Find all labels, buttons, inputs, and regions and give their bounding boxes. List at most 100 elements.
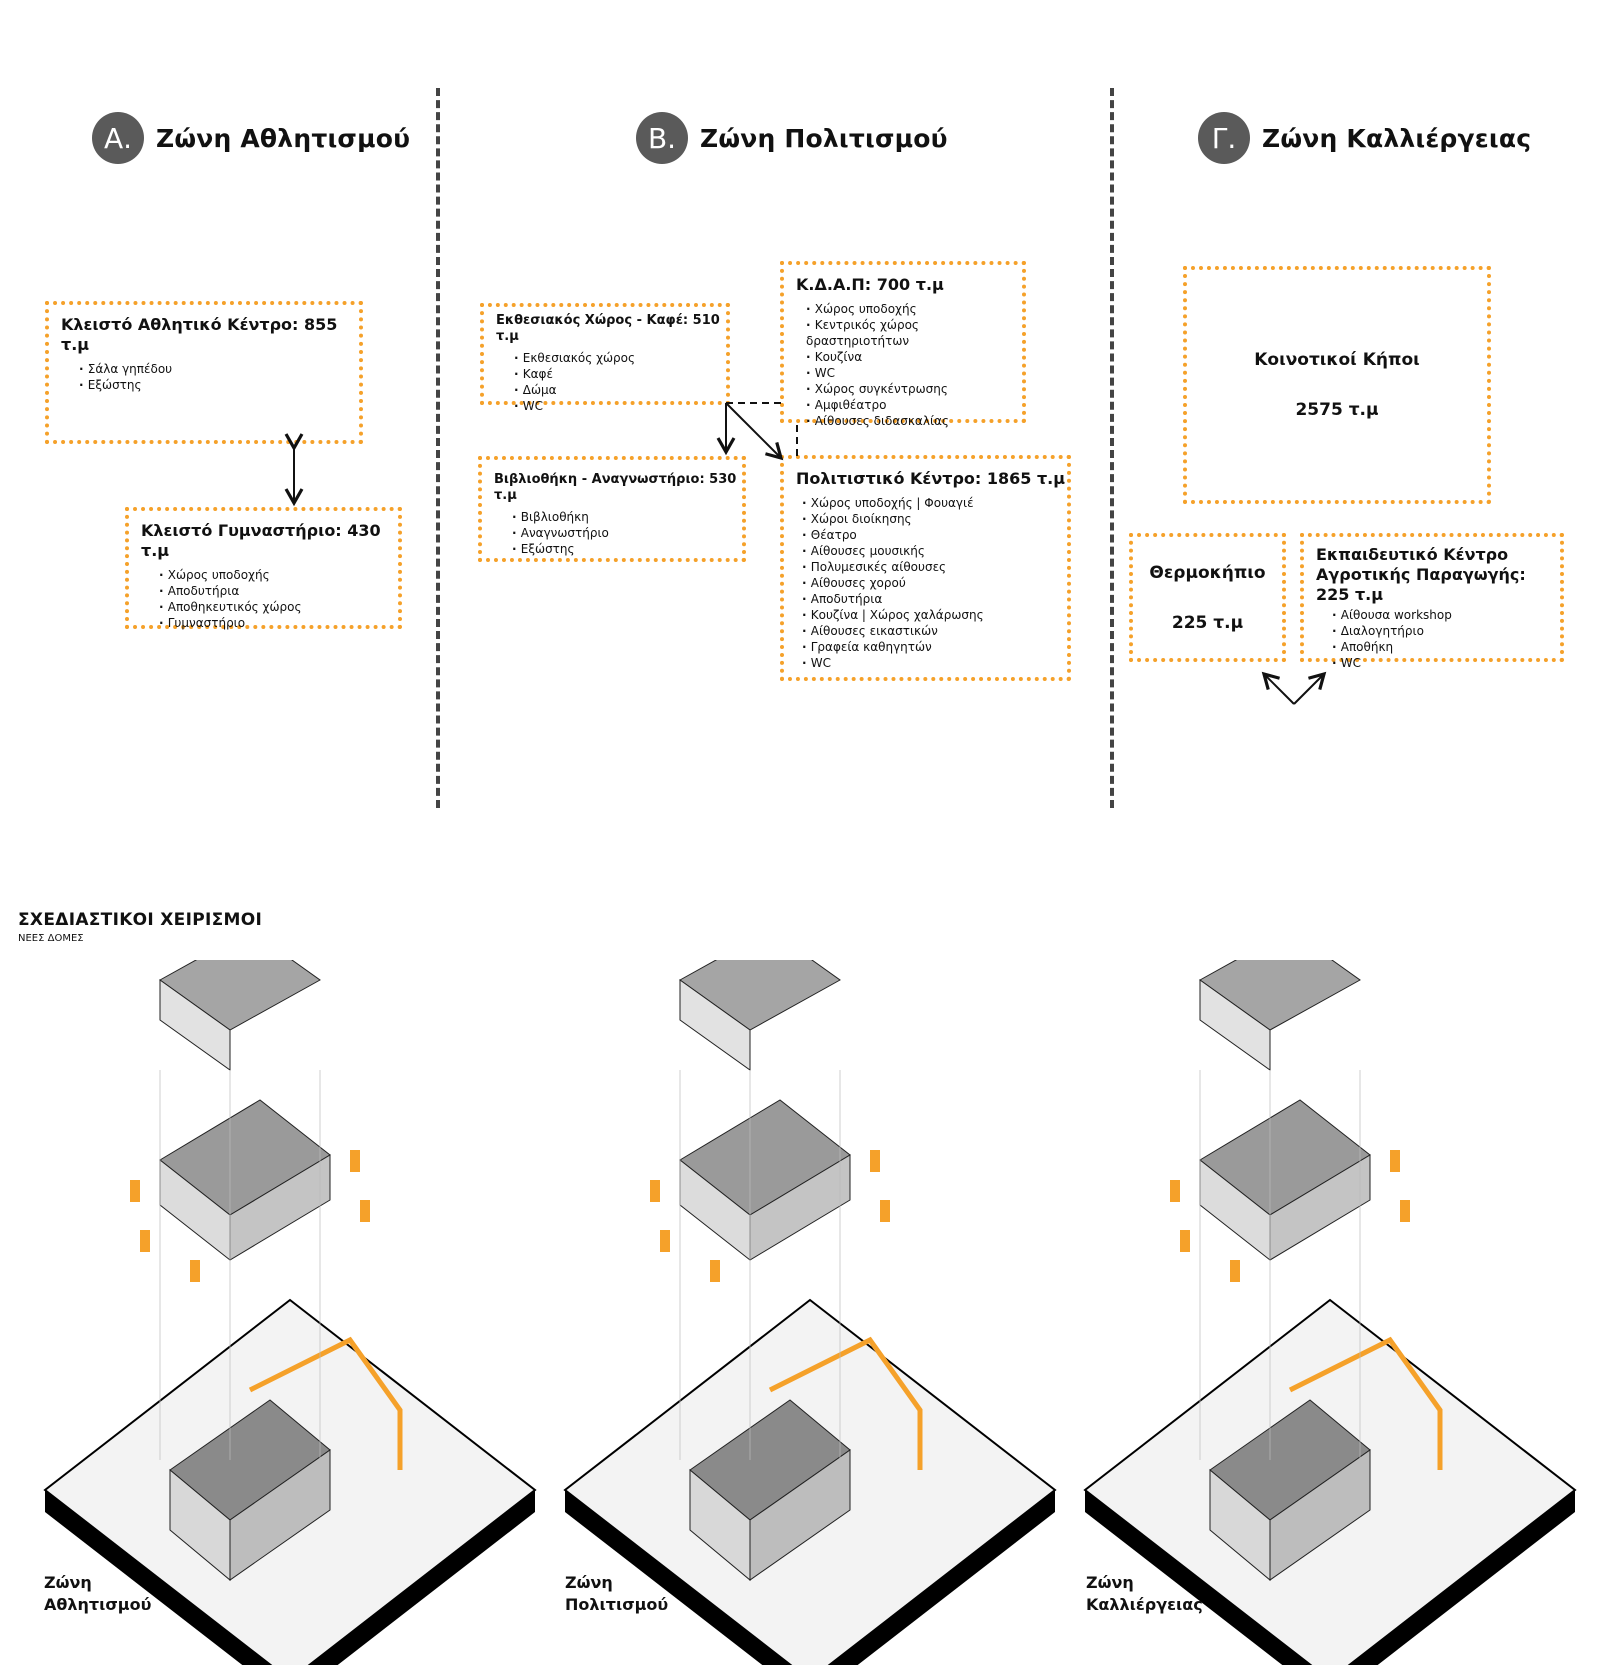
box-title: Κλειστό Αθλητικό Κέντρο: 855 τ.μ [61,315,338,354]
box-gym: Κλειστό Γυμναστήριο: 430 τ.μ Χώρος υποδο… [125,507,402,631]
zone-header-cultivation: Γ. Ζώνη Καλλιέργειας [1198,112,1531,164]
orange-element [710,1260,720,1282]
box-list: Χώρος υποδοχής | Φουαγιέ Χώροι διοίκησης… [784,495,1067,671]
box-library: Βιβλιοθήκη - Αναγνωστήριο: 530 τ.μ Βιβλι… [478,456,746,562]
box-list: Αίθουσα workshop Διαλογητήριο Αποθήκη WC [1304,607,1560,671]
list-item: Διαλογητήριο [1332,623,1560,639]
roof-wall [1199,979,1271,1071]
box-exhibition-cafe: Εκθεσιακός Χώρος - Καφέ: 510 τ.μ Εκθεσια… [480,303,730,413]
list-item: WC [1332,655,1560,671]
list-item: Αποδυτήρια [802,591,1067,607]
list-item: Βιβλιοθήκη [512,509,742,525]
list-item: Δώμα [514,382,726,398]
orange-element [1170,1180,1180,1202]
orange-element [140,1230,150,1252]
list-item: Καφέ [514,366,726,382]
zone-header-athletics: Α. Ζώνη Αθλητισμού [92,112,410,164]
box-title: Εκπαιδευτικό Κέντρο Αγροτικής Παραγωγής:… [1316,545,1560,605]
box-title: Κλειστό Γυμναστήριο: 430 τ.μ [141,521,381,560]
orange-element [880,1200,890,1222]
roof-structure [679,960,841,1031]
box-education-center: Εκπαιδευτικό Κέντρο Αγροτικής Παραγωγής:… [1300,533,1564,670]
section-subtitle: ΝΕΕΣ ΔΟΜΕΣ [18,933,84,944]
list-item: WC [514,398,726,414]
box-title: Εκθεσιακός Χώρος - Καφέ: 510 τ.μ [496,313,720,345]
list-item: Αναγνωστήριο [512,525,742,541]
box-title: Βιβλιοθήκη - Αναγνωστήριο: 530 τ.μ [494,472,737,504]
zone-label-culture: Ζώνη Πολιτισμού [565,1572,668,1616]
list-item: Χώρος υποδοχής [806,301,1022,317]
list-item: Γραφεία καθηγητών [802,639,1067,655]
box-sports-center: Κλειστό Αθλητικό Κέντρο: 855 τ.μ Σάλα γη… [45,301,363,444]
axonometric-drawings [43,960,1577,1665]
building-wall [1209,1468,1271,1582]
zone-label-line: Ζώνη [1086,1573,1134,1592]
box-title: Πολιτιστικό Κέντρο: 1865 τ.μ [796,469,1066,488]
building-roof [1199,1099,1371,1216]
orange-element [130,1180,140,1202]
zone-title: Ζώνη Πολιτισμού [700,123,948,153]
zone-badge: Α. [92,112,144,164]
orange-element [650,1180,660,1202]
roof-structure [159,960,321,1031]
box-list: Χώρος υποδοχής Αποδυτήρια Αποθηκευτικός … [129,567,398,631]
zone-label-cultivation: Ζώνη Καλλιέργειας [1086,1572,1203,1616]
box-cultural-center: Πολιτιστικό Κέντρο: 1865 τ.μ Χώρος υποδο… [780,455,1071,681]
list-item: Πολυμεσικές αίθουσες [802,559,1067,575]
list-item: Αμφιθέατρο [806,397,1022,413]
zone-divider [436,88,440,808]
orange-element [360,1200,370,1222]
box-area: 2575 τ.μ [1295,400,1379,420]
box-title-line: Εκπαιδευτικό Κέντρο [1316,545,1509,564]
building-wall [229,1154,331,1261]
box-title: Κ.Δ.Α.Π: 700 τ.μ [796,275,944,294]
orange-element [870,1150,880,1172]
box-kdap: Κ.Δ.Α.Π: 700 τ.μ Χώρος υποδοχής Κεντρικό… [780,261,1026,428]
box-list: Σάλα γηπέδου Εξώστης [49,361,359,393]
building-roof [1209,1399,1371,1521]
box-community-gardens: Κοινοτικοί Κήποι 2575 τ.μ [1183,266,1491,504]
list-item: Χώροι διοίκησης [802,511,1067,527]
building-roof [169,1399,331,1521]
list-item: Αποθηκευτικός χώρος [159,599,398,615]
list-item: Αίθουσα workshop [1332,607,1560,623]
building-wall [1199,1158,1271,1262]
list-item: Αποθήκη [1332,639,1560,655]
box-list: Χώρος υποδοχής Κεντρικός χώρος δραστηριο… [784,301,1022,429]
building-wall [1269,1154,1371,1261]
orange-element [660,1230,670,1252]
orange-element [1180,1230,1190,1252]
list-item: Αίθουσες εικαστικών [802,623,1067,639]
zone-badge: Γ. [1198,112,1250,164]
box-area: 225 τ.μ [1171,612,1244,633]
orange-walkway [1288,1336,1443,1470]
list-item: WC [802,655,1067,671]
orange-walkway [768,1336,923,1470]
list-item: Χώρος συγκέντρωσης [806,381,1022,397]
box-greenhouse: Θερμοκήπιο 225 τ.μ [1129,533,1286,662]
list-item: Εκθεσιακός χώρος [514,350,726,366]
arrow-up-left-icon [1261,671,1295,705]
zone-title: Ζώνη Καλλιέργειας [1262,123,1532,153]
roof-wall [679,979,751,1071]
zone-label-line: Πολιτισμού [565,1595,669,1614]
orange-element [1400,1200,1410,1222]
zone-label-line: Καλλιέργειας [1086,1595,1203,1614]
list-item: WC [806,365,1022,381]
zone-label-athletics: Ζώνη Αθλητισμού [44,1572,151,1616]
list-item: Θέατρο [802,527,1067,543]
building-wall [169,1468,231,1582]
list-item: Αίθουσες διδασκαλίας [806,413,1022,429]
section-title: ΣΧΕΔΙΑΣΤΙΚΟΙ ΧΕΙΡΙΣΜΟΙ [18,910,263,930]
box-list: Εκθεσιακός χώρος Καφέ Δώμα WC [484,350,726,414]
building-wall [679,1158,751,1262]
building-wall [689,1468,751,1582]
building-wall [749,1154,851,1261]
roof-structure [1199,960,1361,1031]
list-item: Γυμναστήριο [159,615,398,631]
arrow-up-right-icon [1293,671,1327,705]
building-roof [159,1099,331,1216]
box-title: Θερμοκήπιο [1149,562,1266,583]
zone-badge: Β. [636,112,688,164]
zone-label-line: Ζώνη [44,1573,92,1592]
